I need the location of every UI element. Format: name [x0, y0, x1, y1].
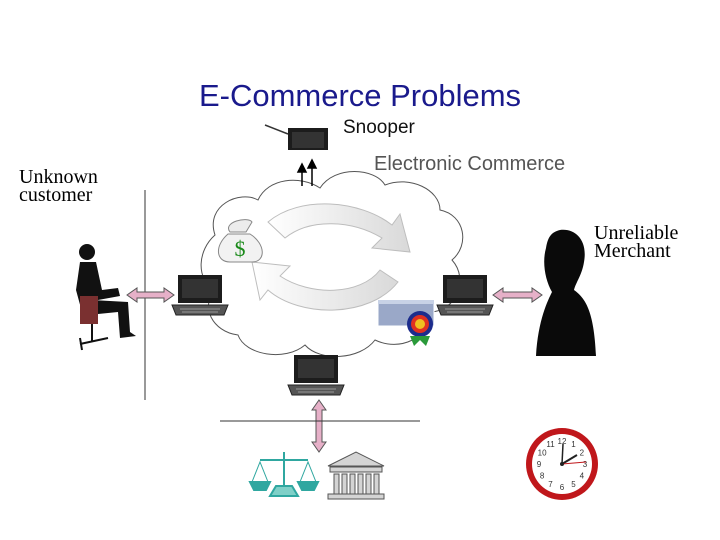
clock-numeral: 10 [538, 449, 547, 458]
scales-of-justice-icon [248, 452, 320, 497]
clock-numeral: 2 [580, 449, 585, 458]
seated-customer-icon [76, 244, 136, 351]
merchant-laptop-icon [436, 274, 494, 316]
snooper-laptop-icon [288, 128, 328, 150]
money-symbol: $ [235, 236, 246, 261]
snooper-arrows-icon [296, 158, 318, 186]
clock-numeral: 5 [571, 480, 576, 489]
clock-numeral: 4 [580, 472, 585, 481]
customer-laptop-icon [171, 274, 229, 316]
target-icon [377, 299, 435, 346]
customer-link-arrow [126, 287, 175, 303]
snooper-label: Snooper [343, 117, 415, 138]
clock-numeral: 12 [558, 437, 567, 446]
merchant-link-arrow [492, 287, 543, 303]
unknown-customer-line2: customer [19, 184, 93, 206]
unknown-customer-label: Unknown customer [19, 166, 98, 206]
clock-numeral: 7 [548, 480, 553, 489]
clock-numeral: 6 [560, 483, 565, 492]
unreliable-merchant-label: Unreliable Merchant [594, 222, 679, 262]
bank-building-icon [327, 451, 385, 500]
clock-numeral: 11 [546, 440, 555, 449]
snooper-cable [264, 124, 289, 135]
money-bag-icon: $ [218, 219, 263, 263]
unknown-customer-line1: Unknown [19, 166, 98, 188]
merchant-silhouette-icon [536, 229, 596, 356]
page-title: E-Commerce Problems [198, 78, 522, 113]
electronic-commerce-label: Electronic Commerce [374, 153, 566, 175]
clock-numeral: 9 [537, 460, 542, 469]
unreliable-merchant-line2: Merchant [594, 240, 671, 262]
clock-numeral: 1 [571, 440, 576, 449]
clock-numeral: 8 [540, 472, 545, 481]
clock-numeral: 3 [583, 460, 588, 469]
cycle-arrow-bottom [251, 261, 399, 311]
bank-laptop-icon [287, 354, 345, 396]
bank-link-arrow [311, 399, 327, 453]
unreliable-merchant-line1: Unreliable [594, 222, 679, 244]
cycle-arrow-top [267, 203, 411, 253]
